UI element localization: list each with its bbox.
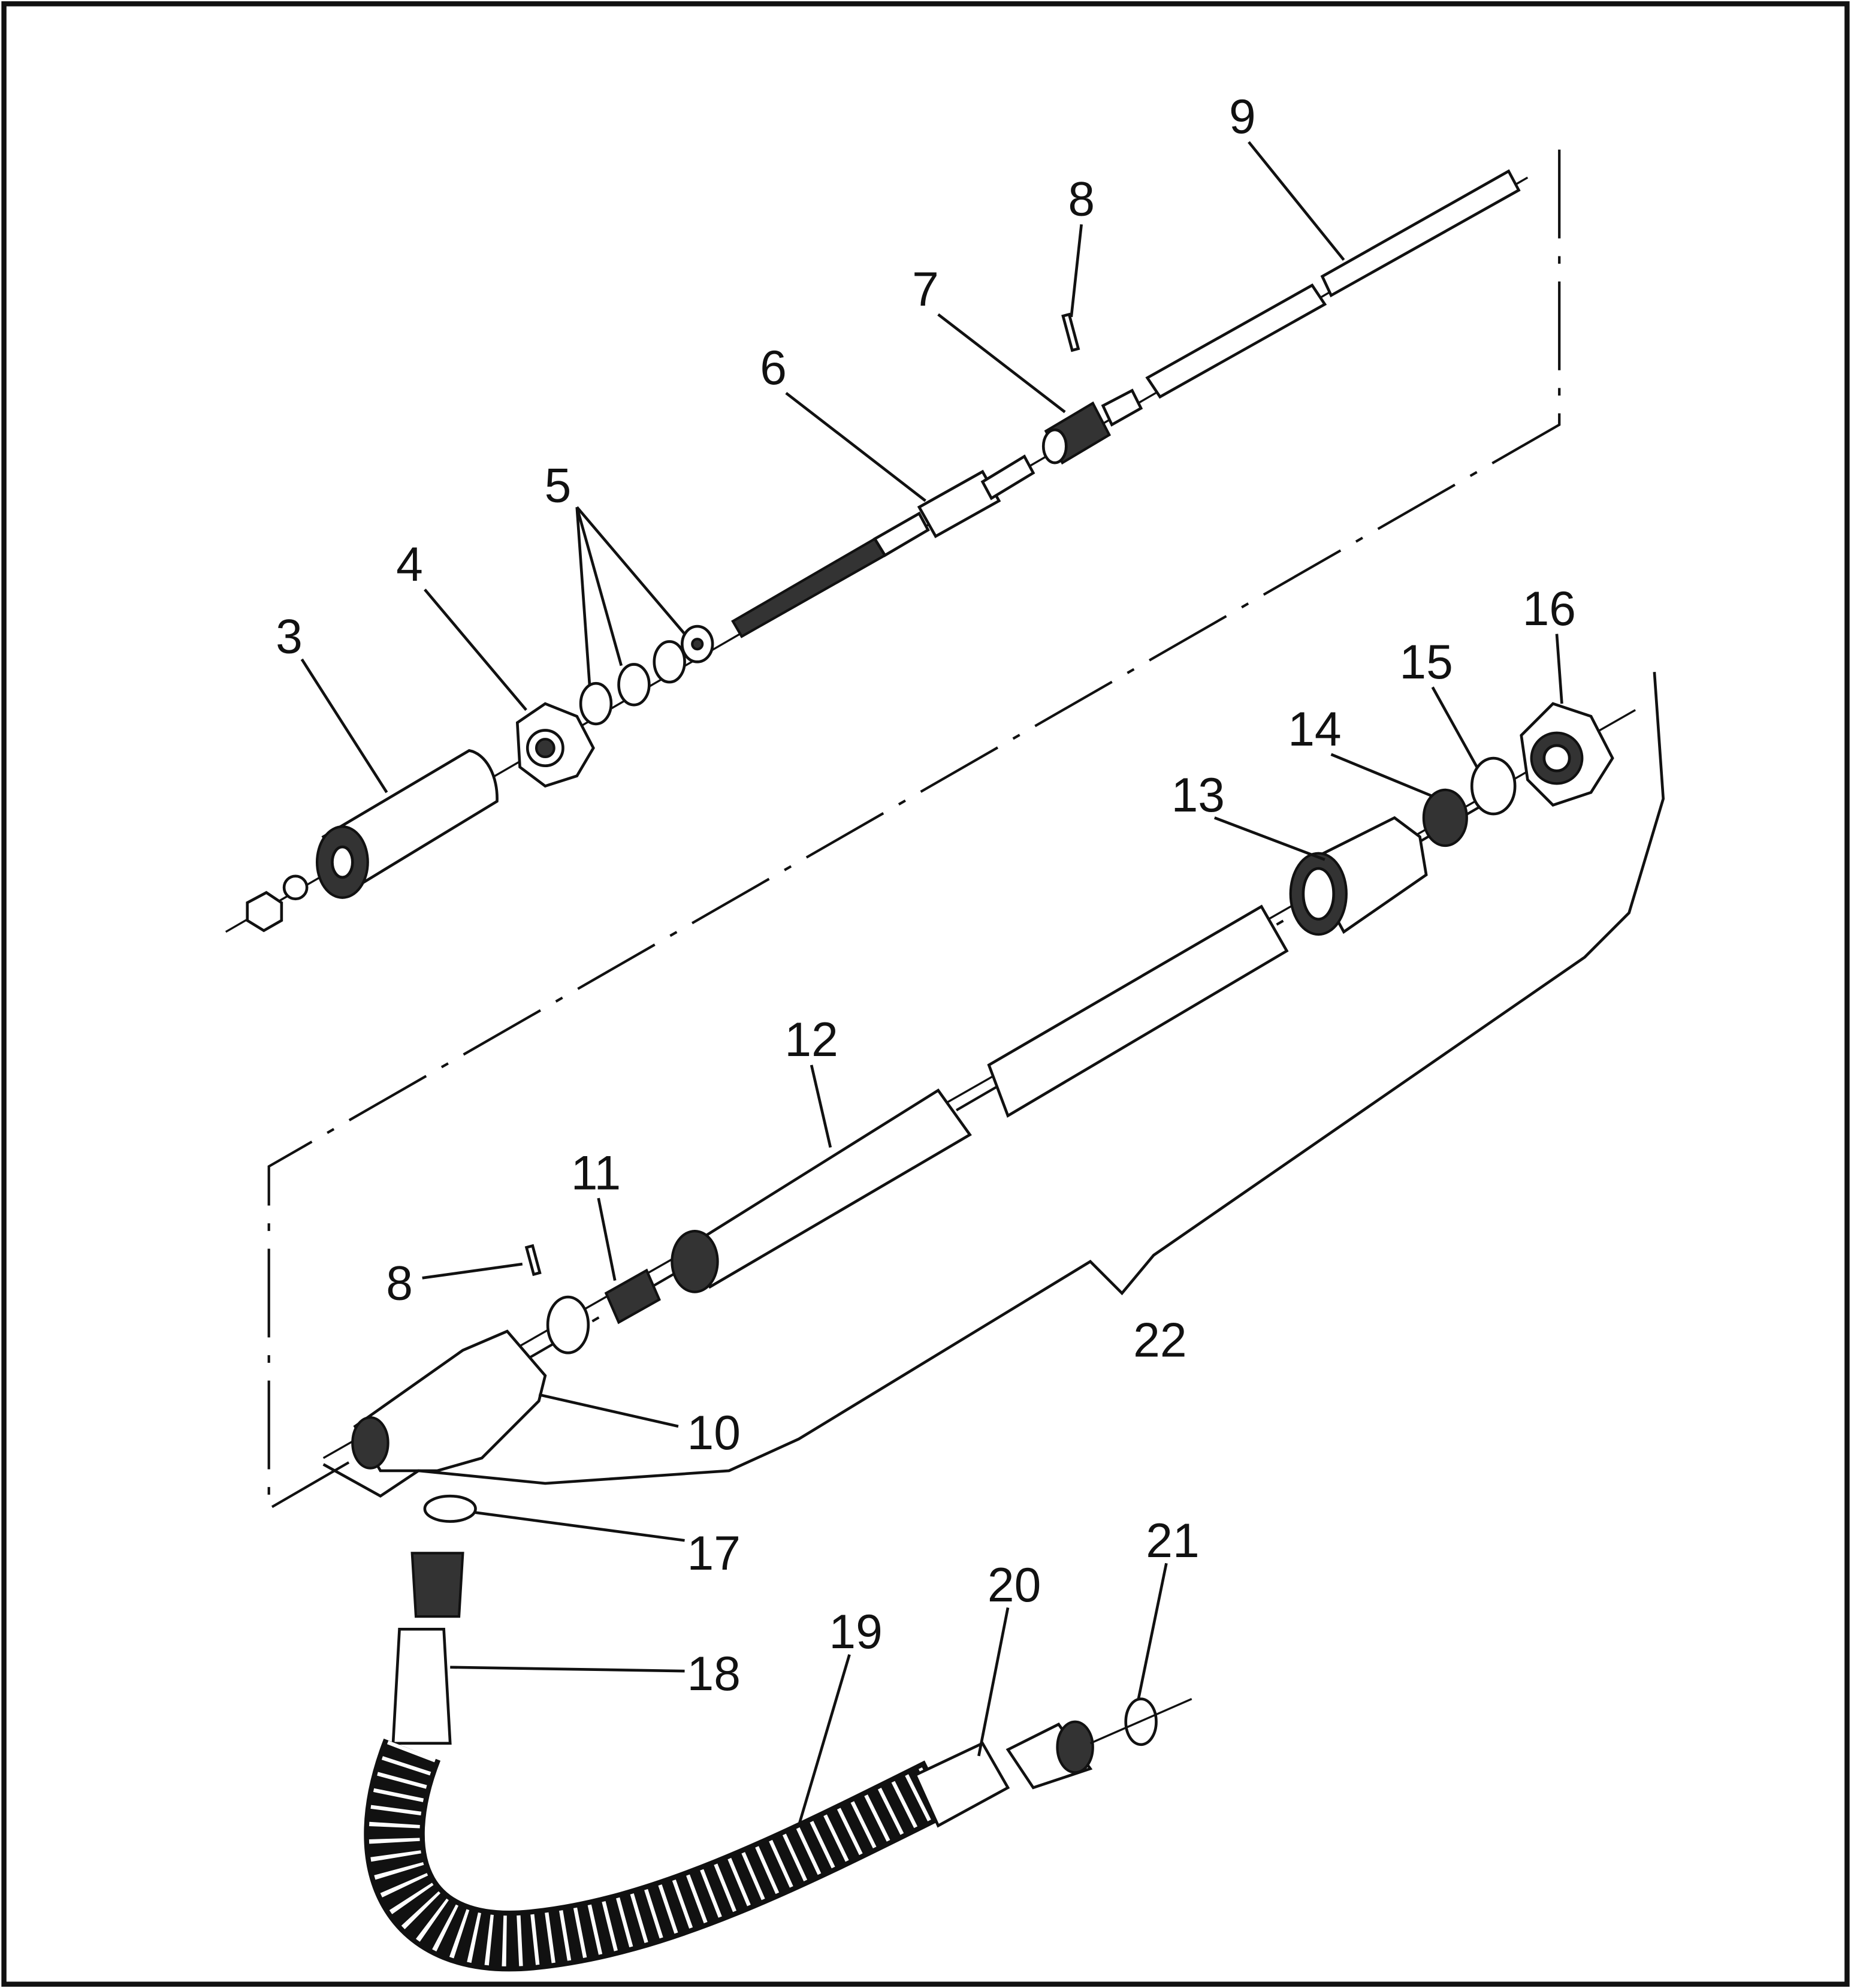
callout-8-upper: 8 (1068, 173, 1095, 227)
part-17-o-ring (423, 1494, 477, 1523)
leader-lines (300, 141, 1563, 1826)
callout-13: 13 (1171, 768, 1225, 822)
callout-18: 18 (687, 1647, 741, 1701)
callout-22: 22 (1133, 1314, 1186, 1368)
callout-7: 7 (912, 263, 939, 316)
callout-6: 6 (760, 341, 787, 395)
callout-16: 16 (1523, 582, 1576, 636)
callout-17: 17 (687, 1527, 741, 1580)
callout-11: 11 (571, 1146, 621, 1200)
part-20-hose-end (913, 1720, 1094, 1828)
callout-12: 12 (784, 1013, 838, 1067)
callout-21: 21 (1146, 1514, 1199, 1568)
part-11-fitting (546, 1268, 661, 1355)
callout-4: 4 (396, 538, 423, 592)
part-14-washer (1422, 788, 1468, 847)
part-10-tee (351, 1329, 547, 1473)
part-6-threaded-rod (731, 454, 1035, 638)
hose-axis (1089, 1698, 1192, 1745)
callout-14: 14 (1288, 702, 1341, 756)
part-nut-small (246, 874, 309, 933)
callout-9: 9 (1229, 90, 1256, 144)
callout-8-lower: 8 (386, 1256, 413, 1310)
part-8-pin-lower (524, 1244, 542, 1277)
part-13-reducer (1289, 816, 1428, 936)
part-15-washer (1470, 756, 1517, 816)
bracket-22 (322, 672, 1665, 1498)
callout-3: 3 (276, 610, 303, 663)
part-5-rings (579, 625, 714, 726)
part-12-pipe (671, 904, 1289, 1293)
part-7-coupling (1041, 388, 1143, 465)
callout-19: 19 (829, 1605, 882, 1659)
phantom-outline (267, 149, 1561, 1512)
callout-5: 5 (545, 459, 572, 513)
part-8-pin-upper (1061, 312, 1080, 352)
callout-15: 15 (1399, 635, 1453, 689)
part-9-tube (1145, 169, 1521, 399)
part-16-hex-nut (1520, 702, 1614, 807)
part-19-hose-inner (369, 1740, 950, 1966)
callout-20: 20 (988, 1558, 1041, 1612)
part-18-hose-fitting (391, 1552, 464, 1745)
callout-10: 10 (687, 1406, 741, 1460)
part-4-hex-nut (515, 702, 595, 788)
part-3-threaded-sleeve (315, 749, 499, 899)
